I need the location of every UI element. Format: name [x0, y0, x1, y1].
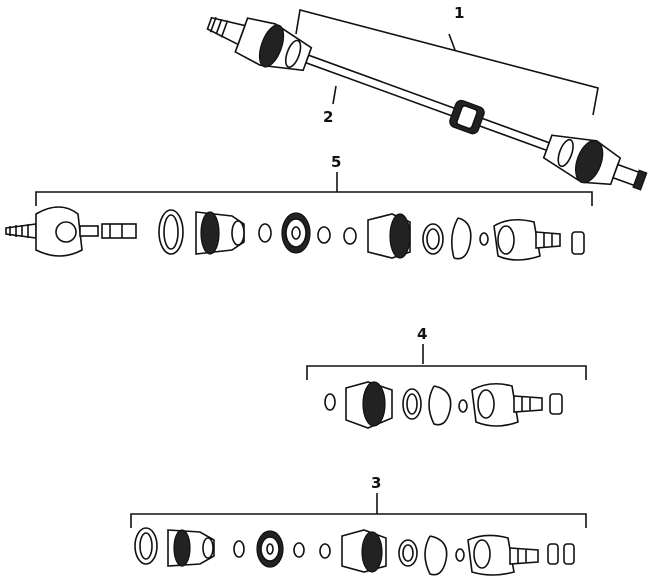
snap-ring-1 [293, 542, 305, 558]
boot-clamp-small [258, 223, 272, 243]
callout-4-label: 4 [417, 325, 427, 343]
callout-1-label: 1 [454, 4, 464, 22]
overhaul-kit-row: 5 [5, 153, 593, 261]
spacer-ring [479, 232, 489, 246]
callout-4-bracket [306, 365, 587, 380]
bearing-cage [281, 212, 311, 254]
callout-5-label: 5 [331, 153, 341, 171]
inner-boot [345, 381, 393, 429]
outer-boot [195, 211, 245, 255]
callout-3-bracket [130, 513, 587, 528]
retaining-ring [428, 385, 452, 426]
inner-boot [341, 529, 387, 573]
callout-1-leader [448, 33, 456, 51]
dust-cap [549, 393, 563, 415]
callout-3-label: 3 [371, 474, 381, 492]
retaining-ring [453, 217, 472, 260]
callout-1-bracket [295, 9, 599, 116]
outer-boot [167, 529, 215, 567]
spacer-ring [455, 548, 465, 562]
snap-ring [324, 393, 336, 411]
joint-housing [467, 534, 539, 576]
callout-2-label: 2 [323, 108, 333, 126]
inner-tripod-housing [493, 218, 561, 261]
dust-cap-1 [547, 543, 559, 565]
inner-tripod-housing [471, 382, 543, 427]
callout-2-leader [332, 85, 337, 105]
dust-cap [571, 231, 585, 255]
inner-joint-kit-row: 4 [306, 325, 587, 429]
intermediate-shaft [101, 223, 137, 239]
dust-cap-2 [563, 543, 575, 565]
spacer-ring [458, 399, 468, 413]
outer-cv-joint [5, 206, 99, 257]
retaining-ring [424, 535, 448, 576]
boot-clamp-small [233, 540, 245, 558]
axle-assembly: 1 2 [206, 4, 648, 191]
snap-ring-2 [343, 227, 357, 245]
bearing-cage [256, 530, 284, 568]
callout-5-bracket [35, 191, 593, 206]
axle-shaft [206, 16, 648, 191]
snap-ring-2 [319, 543, 331, 559]
snap-ring-1 [317, 226, 331, 244]
inner-boot [367, 213, 411, 259]
outer-joint-kit-row: 3 [130, 474, 587, 576]
